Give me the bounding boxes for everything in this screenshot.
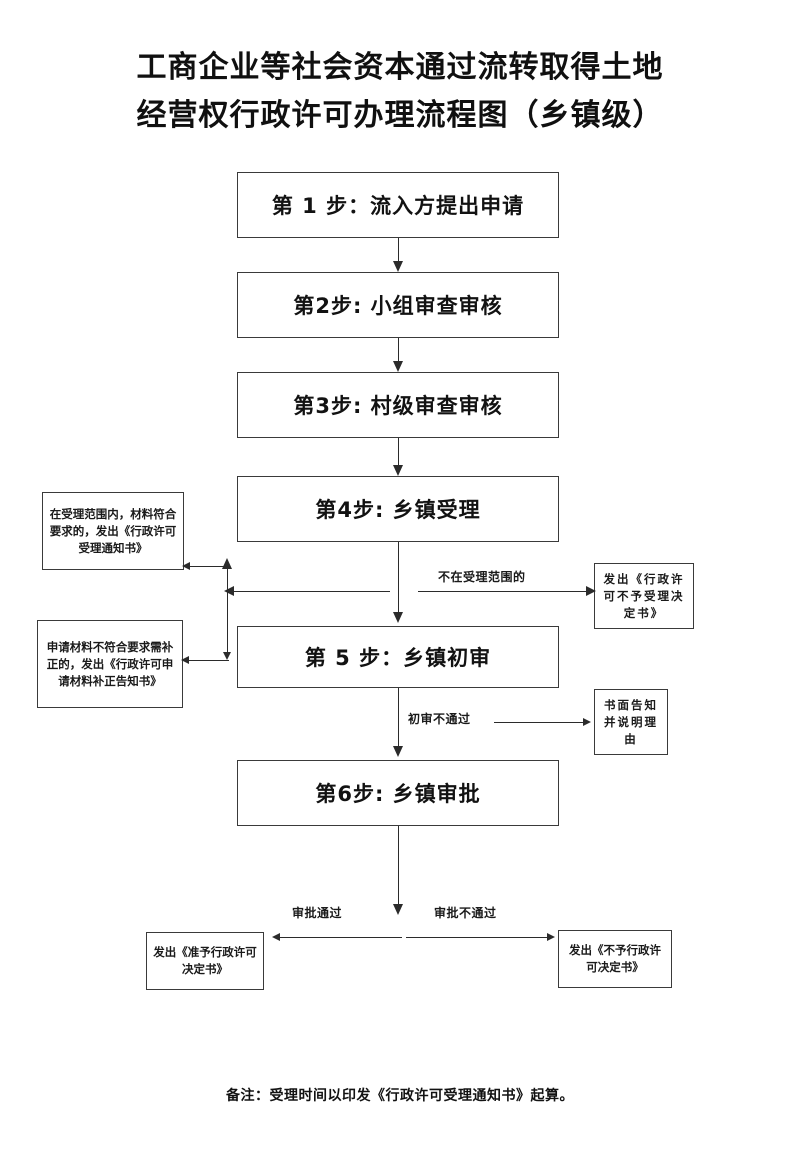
connector-step4-step5-arrowhead bbox=[392, 612, 403, 623]
connector-preliminary-fail-line bbox=[494, 722, 584, 723]
step-4-box[interactable]: 第4步: 乡镇受理 bbox=[237, 476, 559, 542]
page-title-line-2: 经营权行政许可办理流程图（乡镇级） bbox=[136, 98, 664, 133]
connector-note-supplement-line bbox=[189, 660, 229, 661]
note-approve-label: 发出《准予行政许可决定书》 bbox=[153, 945, 257, 976]
page-title: 工商企业等社会资本通过流转取得土地 经营权行政许可办理流程图（乡镇级） bbox=[0, 44, 800, 140]
connector-step1-step2-arrowhead bbox=[392, 261, 403, 272]
connector-step5-step6-arrowhead bbox=[392, 746, 403, 757]
connector-step3-step4-line bbox=[398, 438, 399, 465]
note-supplement-label: 申请材料不符合要求需补正的，发出《行政许可申请材料补正告知书》 bbox=[46, 639, 174, 688]
note-written-reason-box[interactable]: 书面告知并说明理由 bbox=[594, 689, 668, 755]
step-2-label: 第2步: 小组审查审核 bbox=[293, 294, 503, 318]
note-disapprove-box[interactable]: 发出《不予行政许可决定书》 bbox=[558, 930, 672, 988]
edge-label-not-approved: 审批不通过 bbox=[434, 906, 497, 920]
edge-label-approved: 审批通过 bbox=[292, 906, 343, 920]
step-1-box[interactable]: 第 1 步：流入方提出申请 bbox=[237, 172, 559, 238]
connector-step3-step4-arrowhead bbox=[392, 465, 403, 476]
note-reject-accept-label: 发出《行政许可不予受理决定书》 bbox=[603, 571, 685, 620]
step-1-label: 第 1 步：流入方提出申请 bbox=[271, 194, 525, 218]
connector-step1-step2-line bbox=[398, 238, 399, 261]
connector-step6-split-arrowhead bbox=[392, 904, 403, 915]
connector-accept-horizontal-arrowhead bbox=[224, 586, 234, 596]
note-supplement-box[interactable]: 申请材料不符合要求需补正的，发出《行政许可申请材料补正告知书》 bbox=[37, 620, 183, 708]
edge-label-out-of-scope: 不在受理范围的 bbox=[438, 570, 526, 584]
connector-step4-step5-line bbox=[398, 542, 399, 612]
connector-step2-step3-line bbox=[398, 338, 399, 361]
connector-approved-arrowhead bbox=[272, 933, 280, 941]
step-5-box[interactable]: 第 5 步：乡镇初审 bbox=[237, 626, 559, 688]
step-6-box[interactable]: 第6步: 乡镇审批 bbox=[237, 760, 559, 826]
connector-supplement-riser-line bbox=[227, 636, 228, 656]
connector-approved-line bbox=[280, 937, 402, 938]
connector-note-accept-line bbox=[190, 566, 228, 567]
note-disapprove-label: 发出《不予行政许可决定书》 bbox=[569, 943, 661, 974]
connector-accept-riser-line bbox=[227, 568, 228, 636]
connector-out-of-scope-arrowhead bbox=[586, 586, 596, 596]
note-approve-box[interactable]: 发出《准予行政许可决定书》 bbox=[146, 932, 264, 990]
connector-not-approved-line bbox=[406, 937, 548, 938]
connector-note-accept-arrowhead bbox=[182, 562, 190, 570]
connector-preliminary-fail-arrowhead bbox=[583, 718, 591, 726]
footnote: 备注：受理时间以印发《行政许可受理通知书》起算。 bbox=[226, 1088, 574, 1104]
step-3-box[interactable]: 第3步: 村级审查审核 bbox=[237, 372, 559, 438]
note-written-reason-label: 书面告知并说明理由 bbox=[604, 697, 658, 746]
connector-step6-split-line bbox=[398, 826, 399, 908]
step-3-label: 第3步: 村级审查审核 bbox=[293, 394, 503, 418]
connector-not-approved-arrowhead bbox=[547, 933, 555, 941]
connector-out-of-scope-line bbox=[418, 591, 588, 592]
connector-accept-riser-arrowhead bbox=[221, 558, 232, 569]
note-accept-box[interactable]: 在受理范围内，材料符合要求的，发出《行政许可受理通知书》 bbox=[42, 492, 184, 570]
connector-step5-step6-line bbox=[398, 688, 399, 746]
page-title-line-1: 工商企业等社会资本通过流转取得土地 bbox=[136, 50, 664, 85]
connector-accept-horizontal-line bbox=[232, 591, 390, 592]
connector-note-supplement-arrowhead bbox=[181, 656, 189, 664]
step-5-label: 第 5 步：乡镇初审 bbox=[304, 646, 492, 670]
step-6-label: 第6步: 乡镇审批 bbox=[315, 782, 481, 806]
connector-supplement-riser-arrowhead bbox=[223, 652, 231, 660]
step-4-label: 第4步: 乡镇受理 bbox=[315, 498, 481, 522]
note-reject-accept-box[interactable]: 发出《行政许可不予受理决定书》 bbox=[594, 563, 694, 629]
step-2-box[interactable]: 第2步: 小组审查审核 bbox=[237, 272, 559, 338]
edge-label-preliminary-fail: 初审不通过 bbox=[408, 712, 471, 726]
connector-step2-step3-arrowhead bbox=[392, 361, 403, 372]
note-accept-label: 在受理范围内，材料符合要求的，发出《行政许可受理通知书》 bbox=[49, 506, 177, 555]
